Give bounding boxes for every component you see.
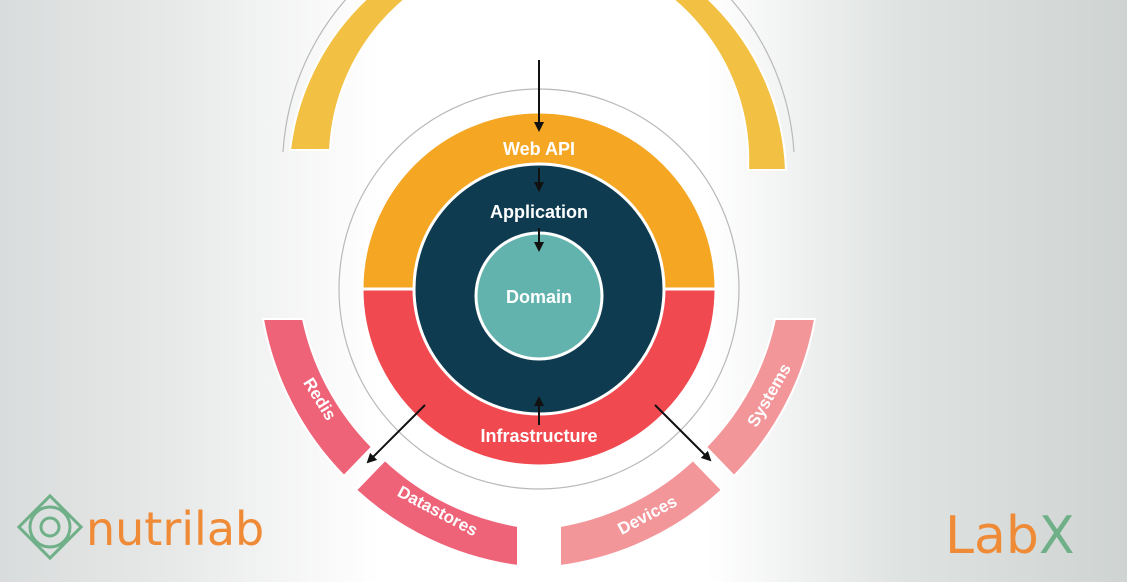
systems-segment (704, 318, 817, 478)
labx-logo-x: X (1039, 506, 1075, 566)
arrow-infrastructure-to-devices (654, 404, 712, 462)
infrastructure-label: Infrastructure (480, 426, 597, 446)
nutrilab-emblem-icon (16, 493, 84, 561)
lab-photo-right (707, 0, 1127, 582)
web-api-label: Web API (503, 139, 575, 159)
labx-logo: LabX (945, 506, 1074, 566)
arrow-infrastructure-to-datastores (366, 404, 426, 464)
redis-segment (261, 318, 374, 478)
datastores-segment (354, 458, 519, 568)
application-label: Application (490, 202, 588, 222)
domain-label: Domain (506, 287, 572, 307)
devices-segment (559, 458, 724, 568)
client-arc (288, 0, 788, 171)
nutrilab-logo-text: nutrilab (86, 502, 264, 556)
client-label: Client (514, 34, 564, 54)
labx-logo-lab: Lab (945, 506, 1039, 566)
svg-text:LabX: LabX (945, 506, 1074, 566)
nutrilab-logo: nutrilab (16, 493, 264, 561)
